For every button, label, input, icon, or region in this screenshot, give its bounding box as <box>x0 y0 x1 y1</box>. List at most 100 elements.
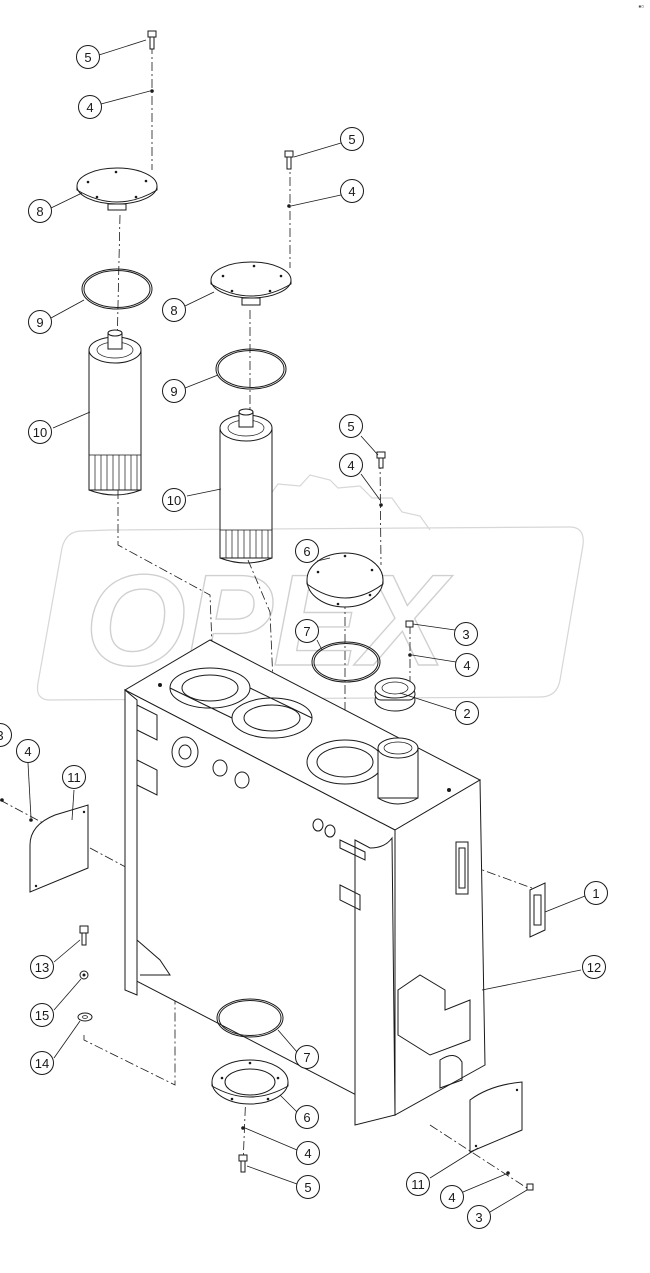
filter-element-middle <box>219 408 273 564</box>
callout-c7a: 7 <box>295 619 319 643</box>
callout-c6b: 6 <box>295 1105 319 1129</box>
callout-balloon <box>30 1051 54 1075</box>
callout-label: 4 <box>347 458 354 473</box>
callout-balloon <box>28 310 52 334</box>
callout-label: 11 <box>411 1177 425 1192</box>
callout-label: 4 <box>86 100 93 115</box>
callout-label: 3 <box>475 1210 482 1225</box>
bolt-bottom <box>238 1126 248 1173</box>
left-side-fasteners <box>0 798 33 822</box>
callout-c4g: 4 <box>440 1185 464 1209</box>
callout-c4b: 4 <box>340 179 364 203</box>
callout-label: 8 <box>36 204 43 219</box>
callout-balloon <box>162 488 186 512</box>
callout-balloon <box>76 45 100 69</box>
callout-balloon <box>295 539 319 563</box>
callout-c9b: 9 <box>162 379 186 403</box>
bolt-top-middle <box>284 150 294 208</box>
hydraulic-tank-body <box>123 639 486 1126</box>
callout-label: 8 <box>170 303 177 318</box>
filter-element-left <box>88 329 142 496</box>
callout-c4c: 4 <box>339 453 363 477</box>
o-ring-right <box>311 641 381 683</box>
o-ring-bottom <box>216 998 284 1038</box>
callout-balloon <box>296 1175 320 1199</box>
callout-balloon <box>30 1003 54 1027</box>
callout-label: 11 <box>67 770 81 785</box>
side-cover-right <box>469 1081 523 1153</box>
leader-lines <box>27 39 586 1213</box>
callout-c4e: 4 <box>16 739 40 763</box>
callout-balloon <box>455 653 479 677</box>
callout-c9a: 9 <box>28 310 52 334</box>
callout-balloon <box>454 622 478 646</box>
callout-label: 9 <box>36 315 43 330</box>
callout-label: 6 <box>303 1110 310 1125</box>
callout-label: 3 <box>462 627 469 642</box>
side-cover-left <box>29 804 89 893</box>
callout-balloon <box>28 420 52 444</box>
o-ring-left <box>81 268 153 310</box>
callout-balloon <box>340 127 364 151</box>
callout-label: 10 <box>167 493 181 508</box>
callout-c3c: 3 <box>467 1205 491 1229</box>
callout-label: 10 <box>33 425 47 440</box>
callout-balloon <box>162 298 186 322</box>
callout-c1: 1 <box>584 881 608 905</box>
callout-label: 13 <box>35 960 49 975</box>
callout-c2: 2 <box>455 701 479 725</box>
callout-balloon <box>440 1185 464 1209</box>
callout-c14: 14 <box>30 1051 54 1075</box>
callout-label: 4 <box>463 658 470 673</box>
callout-label: 5 <box>347 419 354 434</box>
callout-c3b: 3 <box>0 723 12 747</box>
callout-c11b: 11 <box>406 1172 430 1196</box>
callout-balloon <box>584 881 608 905</box>
callout-label: 14 <box>35 1056 49 1071</box>
callout-balloon <box>78 95 102 119</box>
callout-balloon <box>295 1045 319 1069</box>
callout-label: 4 <box>448 1190 455 1205</box>
part-callouts: 5489105489105467342341111213151476451143 <box>0 45 608 1229</box>
callout-label: 5 <box>84 50 91 65</box>
callout-c15: 15 <box>30 1003 54 1027</box>
callout-c7b: 7 <box>295 1045 319 1069</box>
callout-balloon <box>455 701 479 725</box>
callout-label: 15 <box>35 1008 49 1023</box>
callout-label: 5 <box>304 1180 311 1195</box>
filter-cover-middle <box>210 261 292 306</box>
filter-cover-left <box>76 167 158 211</box>
callout-balloon <box>0 723 12 747</box>
bolt-right-cover <box>376 451 386 507</box>
callout-c6a: 6 <box>295 539 319 563</box>
callout-c3a: 3 <box>454 622 478 646</box>
callout-balloon <box>162 379 186 403</box>
callout-label: 7 <box>303 1050 310 1065</box>
callout-c5b: 5 <box>340 127 364 151</box>
callout-balloon <box>582 955 606 979</box>
nut-breather <box>405 620 414 657</box>
bottom-right-fasteners <box>506 1171 534 1191</box>
callout-balloon <box>339 414 363 438</box>
callout-balloon <box>30 955 54 979</box>
callout-c4f: 4 <box>296 1141 320 1165</box>
callout-c11a: 11 <box>62 765 86 789</box>
callout-c10b: 10 <box>162 488 186 512</box>
callout-c10a: 10 <box>28 420 52 444</box>
cover-plate-right <box>306 552 384 608</box>
breather-cap <box>374 677 416 712</box>
sight-gauge <box>529 882 546 938</box>
callout-balloon <box>406 1172 430 1196</box>
callout-label: 7 <box>303 624 310 639</box>
callout-balloon <box>295 1105 319 1129</box>
corner-mark: ▪▫ <box>638 2 644 11</box>
callout-balloon <box>62 765 86 789</box>
watermark-logo: OPEX <box>36 474 584 701</box>
callout-balloon <box>340 179 364 203</box>
callout-label: 5 <box>348 132 355 147</box>
callout-c4d: 4 <box>455 653 479 677</box>
callout-balloon <box>28 199 52 223</box>
callout-c13: 13 <box>30 955 54 979</box>
bolt-top-left <box>147 30 157 93</box>
